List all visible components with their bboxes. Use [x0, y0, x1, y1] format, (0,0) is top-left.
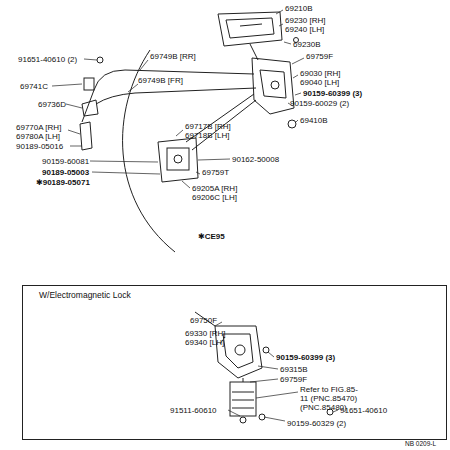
- lock-knob-rod: [82, 70, 254, 122]
- callout-number: 91651-40610 (2): [18, 55, 77, 64]
- callout-number: 90159-60399 (3): [303, 89, 362, 98]
- outside-handle: [218, 12, 282, 46]
- screw: [97, 57, 103, 63]
- callout-number: 69340 [LH]: [185, 338, 224, 347]
- callout-number: 69240 [LH]: [285, 25, 324, 34]
- inside-handle-bezel: [167, 148, 189, 170]
- callout-number: 69210B: [285, 4, 313, 13]
- callout-number: 69750F: [190, 316, 217, 325]
- section-box: W/Electromagnetic Lock: [22, 285, 447, 440]
- handle-rod: [250, 44, 258, 60]
- inside-handle-pivot: [174, 155, 182, 163]
- callout-number: 90189-05016: [16, 142, 63, 151]
- inside-handle: [158, 138, 198, 182]
- callout-number: 69736D: [38, 100, 66, 109]
- bell-crank: [82, 100, 98, 116]
- lock-rod: [96, 88, 256, 104]
- callout-number: 69759T: [202, 168, 229, 177]
- section-heading: W/Electromagnetic Lock: [23, 286, 446, 300]
- callout-number: 69759F: [280, 375, 307, 384]
- callout-number: 90159-60399 (3): [276, 353, 335, 362]
- callout-number: 91651-40610: [340, 406, 387, 415]
- solenoid-coil: [232, 392, 254, 408]
- callout-number: 69230 [RH]: [285, 16, 325, 25]
- callout-number: 69780A [LH]: [16, 132, 60, 141]
- screw: [240, 417, 246, 423]
- door-lock-plate: [260, 70, 286, 98]
- lock-cam: [271, 81, 279, 89]
- callout-number: 69315B: [280, 365, 308, 374]
- solenoid-link: [243, 378, 244, 382]
- screw: [259, 414, 265, 420]
- handle-recess: [226, 18, 274, 38]
- callout-number: 91511-60610: [170, 406, 217, 415]
- callout-number: 69759F: [306, 52, 333, 61]
- callout-number: 90159-60081: [42, 157, 89, 166]
- callout-number: 69770A [RH]: [16, 123, 61, 132]
- callout-number: 69206C [LH]: [192, 193, 237, 202]
- rod-holder: [288, 120, 296, 128]
- solenoid: [230, 382, 256, 416]
- door-lock: [252, 58, 294, 114]
- callout-number: 69410B: [300, 116, 328, 125]
- callout-number: 69741C: [20, 82, 48, 91]
- callout-number: 69718B [LH]: [185, 131, 229, 140]
- callout-number: NB 0209-L: [405, 440, 436, 447]
- lock-knob: [84, 78, 94, 90]
- handle-grip: [240, 24, 262, 26]
- callout-number: 69030 [RH]: [300, 69, 340, 78]
- callout-number: 69749B [FR]: [138, 76, 183, 85]
- screw: [263, 347, 269, 353]
- callout-number: 69205A [RH]: [192, 184, 237, 193]
- callout-number: 69749B [RR]: [150, 52, 196, 61]
- callout-number: 90162-50008: [232, 155, 279, 164]
- callout-number: 69717B [RH]: [185, 122, 231, 131]
- callout-number: 69040 [LH]: [300, 78, 339, 87]
- callout-number: 90159-60329 (2): [287, 419, 346, 428]
- callout-number: 69330 [RH]: [185, 329, 225, 338]
- callout-number: ✱CE95: [198, 232, 225, 241]
- callout-number: 69230B: [293, 40, 321, 49]
- callout-number: 90189-05003: [42, 168, 89, 177]
- callout-number: 90159-60029 (2): [290, 99, 349, 108]
- callout-number: ✱90189-05071: [36, 178, 90, 187]
- lock-plate: [223, 334, 253, 368]
- inside-lock-rod: [186, 94, 254, 142]
- leader-lines: [52, 10, 338, 421]
- lock-cam: [235, 345, 245, 355]
